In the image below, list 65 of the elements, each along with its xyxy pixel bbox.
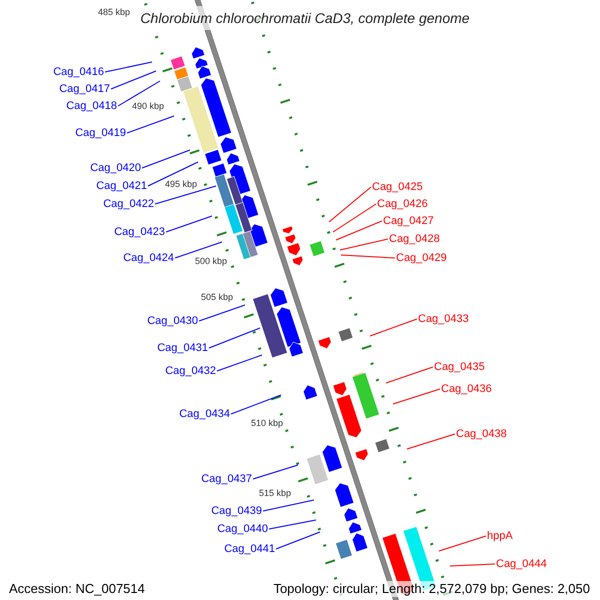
scale-label: 505 kbp xyxy=(200,292,234,303)
gene-label: Cag_0436 xyxy=(441,382,492,396)
gene-label: Cag_0417 xyxy=(59,82,110,96)
leader-line xyxy=(174,242,222,258)
leader-line xyxy=(154,186,216,204)
leader-line xyxy=(370,318,418,336)
gene-label: Cag_0437 xyxy=(201,472,252,486)
leader-line xyxy=(332,204,376,232)
leader-line xyxy=(340,254,396,258)
gene-label: Cag_0424 xyxy=(123,251,174,265)
gene-label: Cag_0439 xyxy=(211,504,262,518)
scale-label: 485 kbp xyxy=(97,7,132,18)
gene-label: Cag_0416 xyxy=(53,65,104,79)
gene-label: Cag_0435 xyxy=(434,360,485,374)
leader-line xyxy=(142,150,190,168)
leader-line xyxy=(268,520,316,530)
leader-line xyxy=(252,464,298,480)
leader-line xyxy=(406,434,456,450)
footer-text: Accession: NC_007514 xyxy=(9,581,145,597)
gene-label: Cag_0420 xyxy=(90,161,141,175)
gene-label: hppA xyxy=(487,529,513,543)
gene-label: Cag_0434 xyxy=(179,407,230,421)
leader-line xyxy=(148,162,198,186)
gene-label: Cag_0422 xyxy=(103,197,154,211)
gene-label: Cag_0432 xyxy=(165,364,216,378)
scale-label: 500 kbp xyxy=(194,256,228,267)
leader-line xyxy=(166,216,212,232)
leader-line xyxy=(450,564,496,566)
footer-text: Topology: circular; Length: 2,572,079 bp; Genes: 2,050 xyxy=(273,581,590,597)
gene-label: Cag_0444 xyxy=(496,557,547,571)
leader-line xyxy=(328,186,372,222)
gene-label: Cag_0431 xyxy=(157,341,208,355)
gene-label: Cag_0429 xyxy=(396,251,447,265)
gene-label: Cag_0419 xyxy=(75,126,126,140)
leader-line xyxy=(336,220,382,240)
gene-label: Cag_0438 xyxy=(456,427,507,441)
gene-label: Cag_0427 xyxy=(383,214,434,228)
leader-line xyxy=(230,394,282,414)
leader-line xyxy=(208,328,260,348)
leader-line xyxy=(126,116,174,134)
leader-line xyxy=(262,500,314,512)
leader-line xyxy=(386,366,434,384)
scale-label: 515 kbp xyxy=(258,488,292,499)
leader-line xyxy=(438,536,486,552)
gene-label: Cag_0430 xyxy=(147,314,198,328)
leader-line xyxy=(110,70,156,90)
gene-label: Cag_0425 xyxy=(372,180,423,194)
leader-line xyxy=(276,532,320,550)
gene-label: Cag_0440 xyxy=(217,522,268,536)
gene-label: Cag_0433 xyxy=(418,312,469,326)
scale-label: 510 kbp xyxy=(250,418,284,429)
gene-label: Cag_0421 xyxy=(96,179,147,193)
leader-line xyxy=(104,62,152,72)
leader-line xyxy=(118,80,160,106)
leader-line xyxy=(198,304,246,322)
gene-label: Cag_0426 xyxy=(377,197,428,211)
scale-label: 490 kbp xyxy=(131,101,166,112)
gene-label: Cag_0441 xyxy=(224,542,275,556)
gene-label: Cag_0418 xyxy=(66,99,117,113)
leader-line xyxy=(216,354,262,372)
gene-label: Cag_0428 xyxy=(389,232,440,246)
gene-label: Cag_0423 xyxy=(114,225,165,239)
scale-label: 495 kbp xyxy=(164,179,198,190)
leader-line xyxy=(392,388,440,404)
leader-line xyxy=(340,238,388,250)
